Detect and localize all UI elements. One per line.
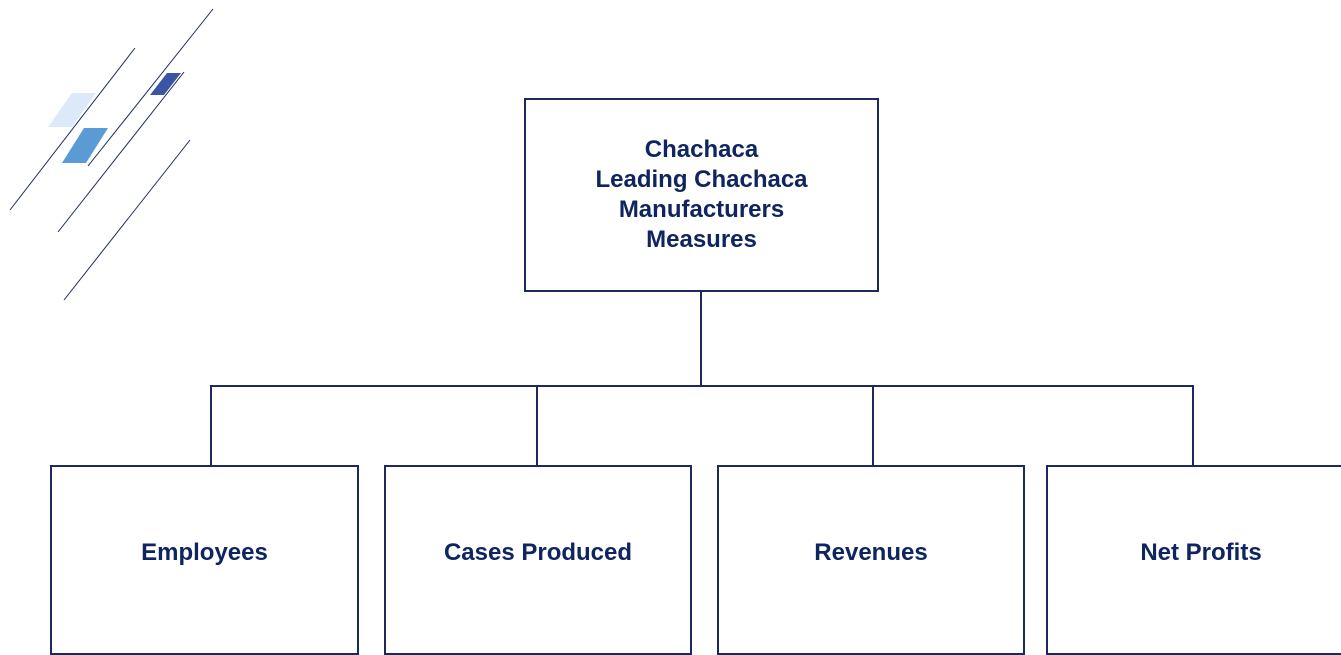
child-node-net-profits: Net Profits — [1046, 465, 1341, 655]
child-node-cases-produced: Cases Produced — [384, 465, 692, 655]
decor-diamond-dark — [150, 73, 181, 95]
org-chart-connectors — [210, 292, 1194, 466]
child-node-revenues: Revenues — [717, 465, 1025, 655]
decor-line-1 — [87, 8, 214, 167]
child-label-cases-produced: Cases Produced — [443, 539, 633, 566]
decorative-corner-graphic — [9, 8, 214, 301]
root-title-line-3: Manufacturers — [618, 196, 785, 223]
decor-diamond-mid — [62, 128, 108, 163]
decor-line-3 — [57, 71, 185, 233]
decor-line-4 — [63, 139, 191, 301]
decor-line-2 — [9, 47, 136, 211]
child-label-revenues: Revenues — [814, 539, 928, 566]
root-title-line-4: Measures — [646, 226, 757, 253]
root-title-line-1: Chachaca — [644, 136, 759, 163]
root-node: Chachaca Leading Chachaca Manufacturers … — [524, 98, 879, 292]
decor-diamond-light — [48, 93, 96, 127]
child-label-employees: Employees — [141, 539, 268, 566]
root-title-line-2: Leading Chachaca — [595, 166, 808, 193]
child-node-employees: Employees — [50, 465, 359, 655]
child-label-net-profits: Net Profits — [1140, 539, 1262, 566]
